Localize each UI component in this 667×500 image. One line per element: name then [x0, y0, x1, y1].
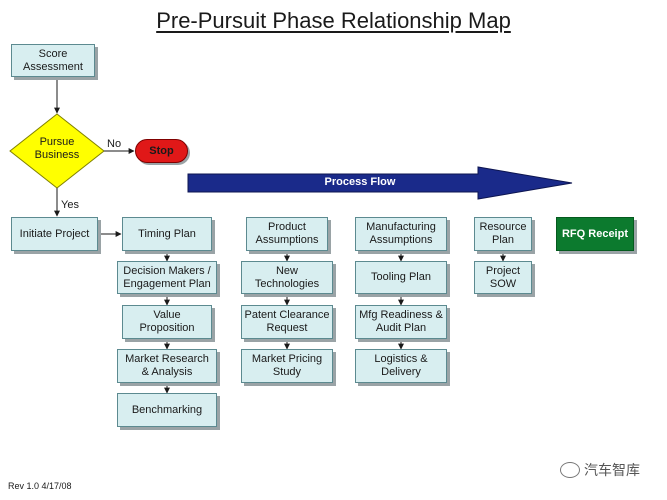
node-decision-makers: Decision Makers / Engagement Plan [117, 261, 217, 294]
node-project-sow: Project SOW [474, 261, 532, 294]
decision-label: Pursue Business [34, 136, 80, 161]
node-score-assessment: Score Assessment [11, 44, 95, 77]
node-rfq-receipt: RFQ Receipt [556, 217, 634, 251]
node-manufacturing-assumptions: Manufacturing Assumptions [355, 217, 447, 251]
node-initiate-project: Initiate Project [11, 217, 98, 251]
wechat-icon [560, 462, 580, 478]
no-label: No [107, 138, 122, 150]
node-mfg-readiness: Mfg Readiness & Audit Plan [355, 305, 447, 339]
node-patent-clearance: Patent Clearance Request [241, 305, 333, 339]
node-benchmarking: Benchmarking [117, 393, 217, 427]
watermark: 汽车智库 [560, 460, 640, 480]
node-new-technologies: New Technologies [241, 261, 333, 294]
page-title: Pre-Pursuit Phase Relationship Map [156, 8, 511, 33]
yes-label: Yes [61, 199, 79, 211]
watermark-text: 汽车智库 [584, 462, 640, 478]
node-resource-plan: Resource Plan [474, 217, 532, 251]
node-market-pricing: Market Pricing Study [241, 349, 333, 383]
node-value-proposition: Value Proposition [122, 305, 212, 339]
revision-footer: Rev 1.0 4/17/08 [8, 481, 72, 491]
node-product-assumptions: Product Assumptions [246, 217, 328, 251]
process-flow-label: Process Flow [324, 176, 396, 188]
node-tooling-plan: Tooling Plan [355, 261, 447, 294]
process-flow-arrow [187, 166, 573, 200]
node-timing-plan: Timing Plan [122, 217, 212, 251]
node-market-research: Market Research & Analysis [117, 349, 217, 383]
stop-terminal: Stop [135, 139, 188, 163]
node-logistics: Logistics & Delivery [355, 349, 447, 383]
